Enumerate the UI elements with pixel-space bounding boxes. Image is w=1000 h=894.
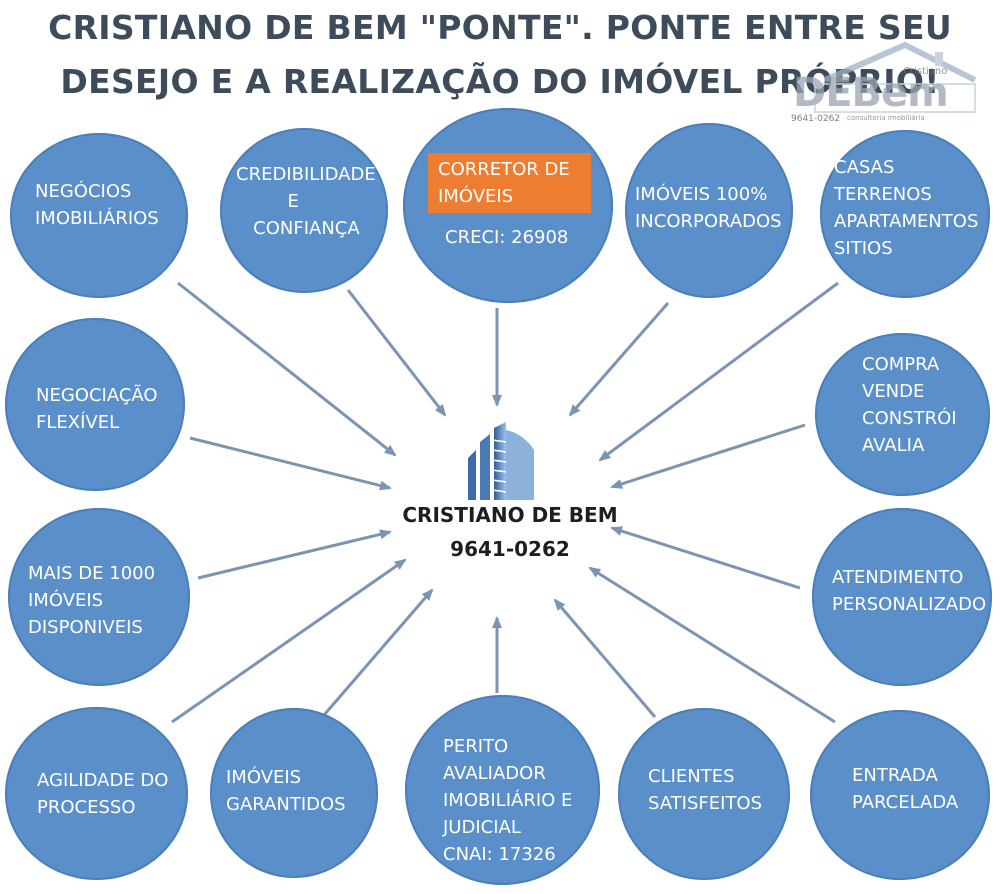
building-icon — [468, 422, 537, 500]
node-casas-terrenos: CASAS TERRENOS APARTAMENTOS SITIOS — [820, 130, 990, 298]
node-label: CASAS TERRENOS APARTAMENTOS SITIOS — [834, 157, 979, 259]
logo-brand: DEBem — [793, 70, 949, 116]
logo-name: Cristiano — [903, 66, 948, 77]
node-label: CRECI: 26908 — [445, 227, 569, 248]
node-imoveis-garantidos: IMÓVEIS GARANTIDOS — [210, 708, 378, 878]
node-label: IMÓVEIS GARANTIDOS — [226, 767, 346, 815]
page-title-line-2: DESEJO E A REALIZAÇÃO DO IMÓVEL PRÓPRIO! — [60, 62, 940, 101]
arrow-agilidade — [171, 558, 407, 724]
node-label: AGILIDADE DO PROCESSO — [37, 770, 169, 818]
corretor-badge: CORRETOR DE IMÓVEIS — [428, 153, 591, 213]
node-label: IMÓVEIS 100% INCORPORADOS — [635, 184, 782, 232]
arrow-garantidos — [316, 588, 434, 723]
node-atendimento-personalizado: ATENDIMENTO PERSONALIZADO — [812, 508, 992, 686]
node-perito-avaliador: PERITO AVALIADOR IMOBILIÁRIO E JUDICIAL … — [405, 695, 600, 885]
node-credibilidade-confianca: CREDIBILIDADE E CONFIANÇA — [220, 128, 388, 293]
arrow-clientes — [553, 598, 657, 718]
node-label: CREDIBILIDADE E CONFIANÇA — [236, 164, 376, 239]
arrow-atendimento — [610, 526, 801, 590]
arrow-compra — [610, 423, 806, 489]
node-mais-de-1000-imoveis: MAIS DE 1000 IMÓVEIS DISPONIVEIS — [8, 508, 190, 686]
house-roof-icon — [814, 41, 977, 113]
center-name: CRISTIANO DE BEM — [402, 503, 618, 527]
arrow-imoveis100 — [568, 302, 670, 417]
node-label: NEGOCIAÇÃO FLEXÍVEL — [36, 385, 158, 433]
node-entrada-parcelada: ENTRADA PARCELADA — [810, 710, 990, 880]
node-clientes-satisfeitos: CLIENTES SATISFEITOS — [618, 708, 790, 880]
node-label: ATENDIMENTO PERSONALIZADO — [832, 567, 987, 615]
page-title-line-1: CRISTIANO DE BEM "PONTE". PONTE ENTRE SE… — [48, 8, 952, 47]
node-negocios-imobiliarios: NEGÓCIOS IMOBILIÁRIOS — [10, 133, 188, 298]
arrow-entrada — [588, 566, 836, 724]
logo-phone: 9641-0262 — [791, 114, 841, 124]
node-label: MAIS DE 1000 IMÓVEIS DISPONIVEIS — [28, 563, 156, 638]
arrow-negociacao — [189, 436, 392, 491]
debem-logo: DEBem Cristiano 9641-0262 consultoria im… — [785, 40, 985, 130]
node-agilidade-do-processo: AGILIDADE DO PROCESSO — [5, 707, 188, 880]
node-negociacao-flexivel: NEGOCIAÇÃO FLEXÍVEL — [5, 318, 185, 491]
node-label: COMPRA VENDE CONSTRÓI AVALIA — [862, 354, 957, 456]
arrow-credibilidade — [346, 289, 447, 417]
node-label: ENTRADA PARCELADA — [852, 765, 959, 813]
badge-label: CORRETOR DE IMÓVEIS — [438, 159, 570, 207]
arrow-mais1000 — [197, 529, 392, 580]
center-phone: 9641-0262 — [450, 537, 570, 561]
node-label: NEGÓCIOS IMOBILIÁRIOS — [35, 181, 159, 229]
node-label: CLIENTES SATISFEITOS — [648, 766, 763, 814]
arrow-casas — [598, 281, 839, 462]
node-compra-vende: COMPRA VENDE CONSTRÓI AVALIA — [815, 333, 990, 496]
node-imoveis-100-incorporados: IMÓVEIS 100% INCORPORADOS — [625, 123, 793, 298]
node-label: PERITO AVALIADOR IMOBILIÁRIO E JUDICIAL … — [443, 736, 573, 865]
arrow-negocios — [177, 281, 397, 457]
logo-tagline: consultoria imobiliária — [847, 114, 925, 122]
